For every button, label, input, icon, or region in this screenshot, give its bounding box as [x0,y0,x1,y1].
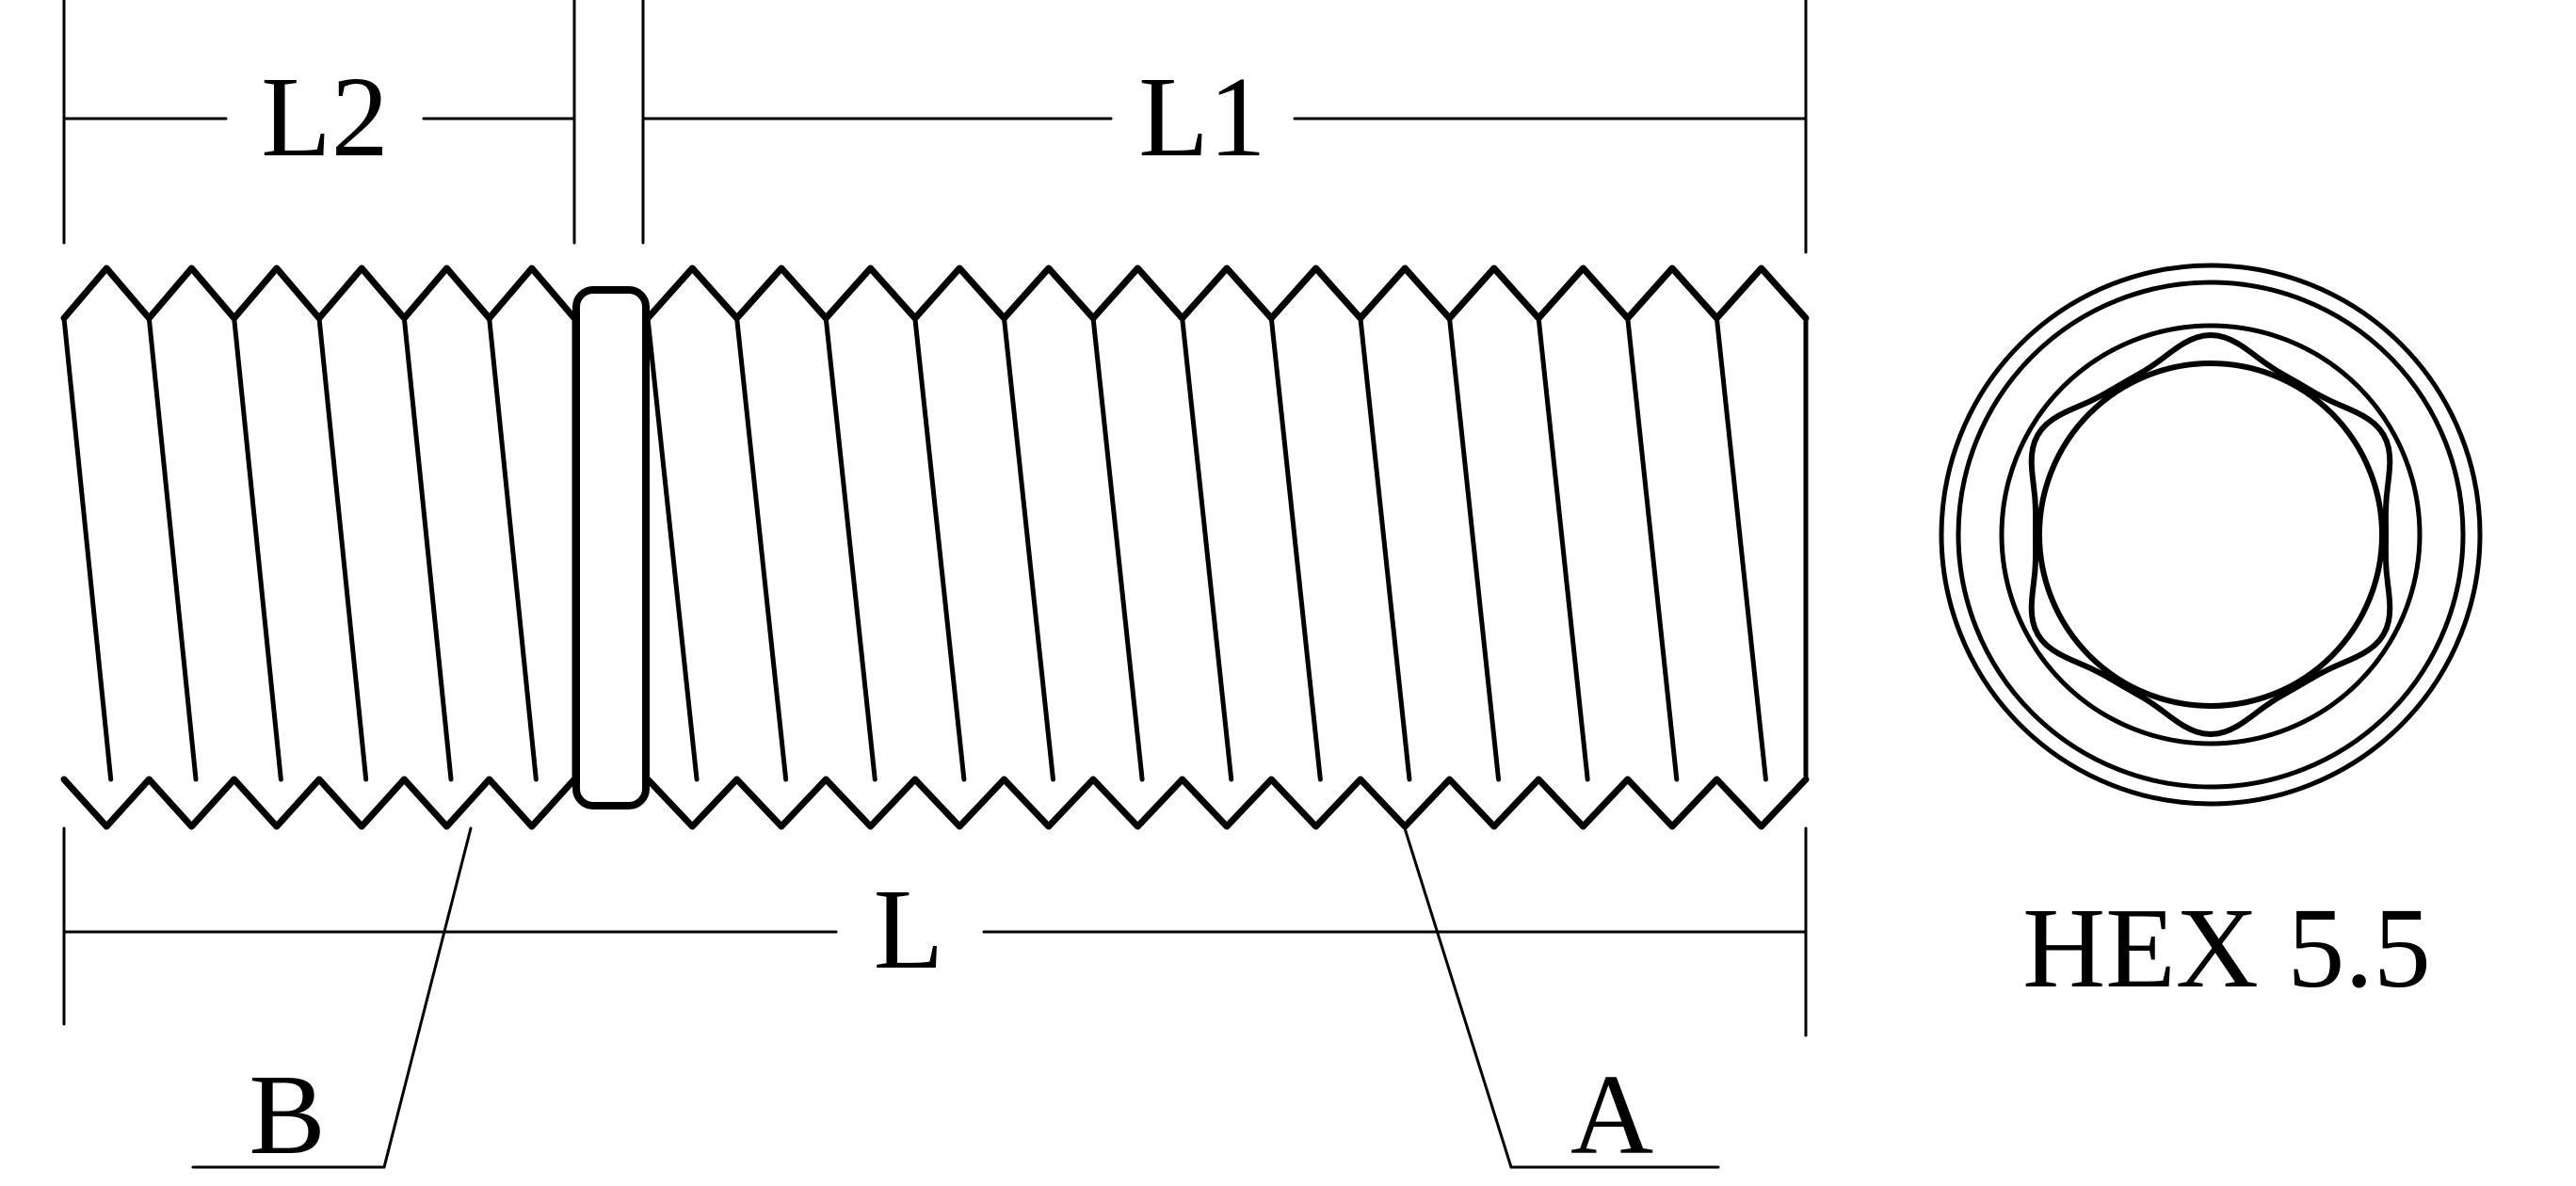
dimension-l2: L2 [62,0,576,245]
label-l2: L2 [261,54,389,181]
l2-thread-thread-line [316,315,369,782]
l2-thread-thread-line [401,315,454,782]
l1-thread-top-crests [644,264,1810,322]
leader-a: A [1403,826,1720,1178]
l1-thread-thread-line [1001,315,1055,782]
l2-thread-top-crests [60,264,578,322]
dimension-l1: L1 [641,0,1808,254]
end-view-bore-circle [2037,361,2385,709]
l2-thread-thread-line [232,315,283,782]
l1-thread-thread-line [734,315,789,782]
l2-thread-bottom-crests [60,776,578,830]
thread-section-l2 [60,264,578,830]
end-view-outer-circle [1939,263,2483,807]
l1-thread-thread-line [1268,315,1323,782]
l1-thread-thread-line [912,315,967,782]
l1-thread-thread-line [645,315,700,782]
l1-thread-thread-line [823,315,877,782]
leader-b-line [382,826,473,1169]
hex-socket-outline [2028,332,2393,737]
label-l1: L1 [1138,54,1266,181]
leader-a-line [1403,826,1513,1169]
label-hex: HEX 5.5 [2022,885,2431,1012]
label-l: L [874,866,944,993]
groove-ring [572,286,650,809]
end-view-body-circle [1999,323,2423,746]
threaded-body [60,264,1810,830]
l1-thread-thread-line [1447,315,1502,782]
l2-thread-thread-line [487,315,539,782]
leader-b: B [191,826,473,1178]
l1-thread-thread-line [1090,315,1145,782]
label-b: B [249,1051,325,1178]
l1-thread-bottom-crests [644,776,1810,830]
thread-section-l1 [644,264,1810,830]
end-view-thread-circle [1956,280,2466,790]
label-a: A [1570,1051,1653,1178]
l2-thread-thread-line [146,315,199,782]
l1-thread-thread-line [1358,315,1412,782]
l1-thread-thread-line [1536,315,1590,782]
l1-thread-thread-line [1714,315,1768,782]
l2-thread-thread-line [61,315,114,782]
l1-thread-thread-line [1180,315,1234,782]
l1-thread-thread-line [1625,315,1680,782]
end-view [1939,263,2483,807]
dimension-l: L [62,826,1808,1037]
